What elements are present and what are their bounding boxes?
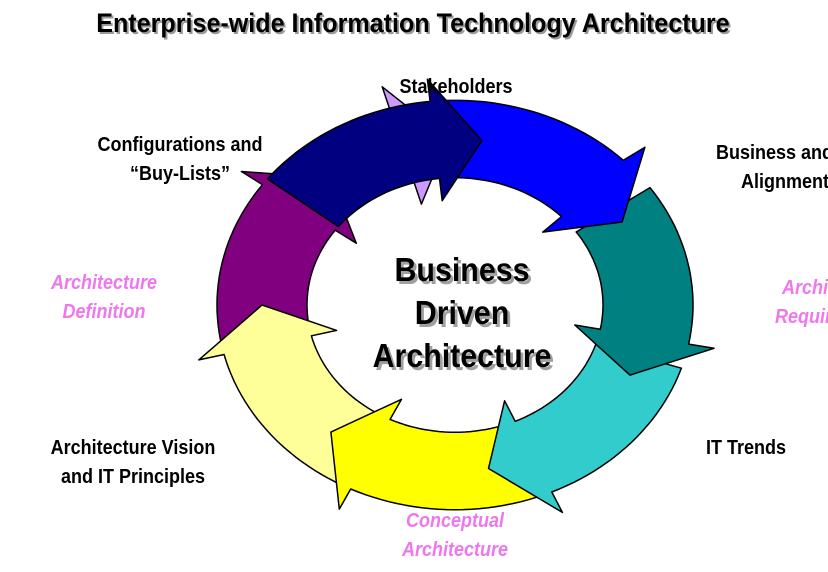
phase-conceptual-architecture-line-2: Architecture — [401, 539, 509, 561]
phase-conceptual-architecture: Conceptual Architecture — [379, 507, 532, 565]
label-business-it-alignment: Business and IT Alignment — [682, 139, 828, 197]
phase-architecture-requirements: Architecture Requirements — [745, 274, 828, 332]
arrow-requirements — [574, 186, 715, 376]
label-business-it-alignment-line-1: Business and IT — [715, 142, 828, 164]
phase-architecture-requirements-line-1: Architecture — [781, 277, 828, 299]
arrow-it-trends — [487, 343, 683, 514]
arrow-conceptual — [330, 398, 538, 511]
phase-architecture-definition: Architecture Definition — [32, 269, 176, 327]
label-architecture-vision: Architecture Vision and IT Principles — [34, 434, 232, 492]
label-architecture-vision-line-2: and IT Principles — [60, 466, 206, 488]
label-configurations-line-1: Configurations and — [97, 134, 263, 156]
center-caption: Business Driven Architecture — [324, 248, 600, 377]
center-line-2: Driven — [414, 294, 510, 331]
label-configurations: Configurations and “Buy-Lists” — [81, 131, 279, 189]
phase-architecture-requirements-line-2: Requirements — [774, 306, 828, 328]
arrow-stakeholders — [266, 78, 483, 228]
phase-architecture-definition-line-1: Architecture — [50, 272, 158, 294]
label-configurations-line-2: “Buy-Lists” — [129, 163, 231, 185]
phase-architecture-definition-line-2: Definition — [62, 301, 146, 323]
center-line-3: Architecture — [372, 337, 552, 374]
cycle-arrows — [198, 78, 715, 514]
center-line-1: Business — [394, 251, 530, 288]
label-stakeholders: Stakeholders — [399, 76, 513, 98]
label-it-trends: IT Trends — [705, 437, 787, 459]
arrow-business-alignment — [433, 99, 646, 233]
label-architecture-vision-line-1: Architecture Vision — [50, 437, 216, 459]
diagram-title: Enterprise-wide Information Technology A… — [96, 8, 730, 38]
phase-conceptual-architecture-line-1: Conceptual — [405, 510, 505, 532]
label-business-it-alignment-line-2: Alignment — [740, 171, 828, 193]
